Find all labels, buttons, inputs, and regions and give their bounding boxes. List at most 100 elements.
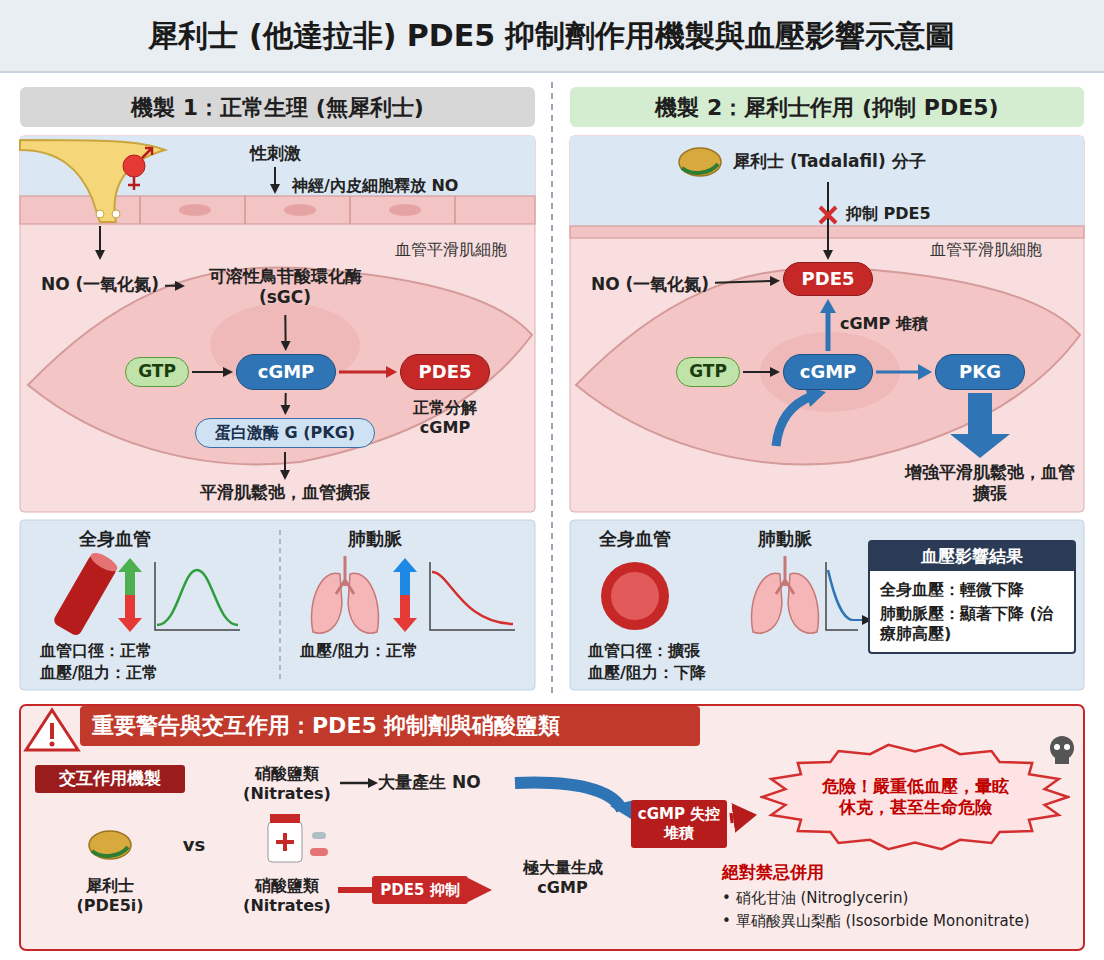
node-text: 血管平滑肌細胞 bbox=[395, 240, 533, 260]
illustration-shape bbox=[99, 226, 101, 250]
illustration-shape bbox=[112, 210, 120, 218]
label-text: 極大量生成 cGMP bbox=[500, 858, 625, 898]
illustration-shape bbox=[752, 556, 819, 633]
node-text: 血管口徑：擴張 bbox=[588, 641, 788, 661]
molecule-label: NO (一氧化氮) bbox=[588, 261, 712, 310]
info-box: 全身血管血管口徑：正常血壓/阻力：正常肺動脈血壓/阻力：正常 bbox=[20, 520, 535, 690]
node-text: 蛋白激酶 G (PKG) bbox=[215, 423, 355, 443]
connector-arrow bbox=[876, 371, 918, 374]
node-text: 機製 2：犀利士作用 (抑制 PDE5) bbox=[570, 94, 1084, 122]
illustration-shape bbox=[118, 595, 142, 632]
connector-arrow bbox=[285, 393, 287, 405]
inhibit-box: PDE5 抑制 bbox=[372, 876, 468, 904]
node-text: NO (一氧化氮) bbox=[591, 274, 709, 295]
tag-box: 交互作用機製 bbox=[35, 765, 185, 793]
illustration-shape bbox=[20, 87, 535, 127]
illustration-shape bbox=[157, 570, 238, 625]
illustration-shape bbox=[828, 570, 852, 620]
illustration-shape bbox=[312, 832, 326, 839]
result-box: 血壓影響結果全身血壓：輕微下降肺動脈壓：顯著下降 (治療肺高壓) bbox=[868, 540, 1076, 654]
illustration-shape bbox=[20, 136, 535, 512]
illustration-shape bbox=[1054, 744, 1060, 750]
node-text: 血壓/阻力：下降 bbox=[588, 663, 788, 683]
illustration-shape bbox=[776, 396, 812, 446]
illustration-shape bbox=[338, 887, 372, 893]
node-text: PDE5 bbox=[419, 361, 472, 384]
label-text: 大量產生 NO bbox=[378, 772, 518, 793]
illustration-shape bbox=[179, 204, 211, 216]
illustration-shape bbox=[284, 204, 316, 216]
node-text: PDE5 bbox=[802, 268, 855, 291]
node-text: 全身血管 bbox=[575, 528, 695, 551]
illustration-shape bbox=[432, 572, 513, 624]
illustration-shape bbox=[88, 549, 120, 574]
label-text: 增強平滑肌鬆弛，血管擴張 bbox=[905, 462, 1075, 505]
node-text: GTP bbox=[689, 361, 727, 382]
illustration-shape bbox=[340, 782, 368, 785]
illustration-shape bbox=[268, 822, 302, 862]
illustration-shape bbox=[820, 207, 836, 223]
node-text: 血壓/阻力：正常 bbox=[40, 663, 240, 683]
info-box: 全身血管 肺動脈血管口徑：擴張血壓/阻力：下降 血壓影響結果全身血壓：輕微下降肺動脈… bbox=[570, 520, 1084, 690]
connector-arrow bbox=[826, 313, 831, 351]
node-text: 全身血管 bbox=[50, 528, 180, 551]
illustration-shape bbox=[50, 723, 54, 739]
label-text: 正常分解 cGMP bbox=[390, 398, 500, 438]
enzyme-label: 可溶性鳥苷酸環化酶 (sGC) bbox=[188, 262, 382, 312]
molecule-pill: GTP bbox=[676, 357, 740, 387]
connector-arrow bbox=[284, 315, 286, 341]
illustration-shape bbox=[0, 71, 1104, 73]
illustration-shape bbox=[89, 831, 131, 859]
node-text: 重要警告與交互作用：PDE5 抑制劑與硝酸鹽類 bbox=[92, 712, 692, 740]
molecule-pill: cGMP bbox=[236, 354, 336, 390]
illustration-shape bbox=[601, 562, 669, 630]
illustration-shape bbox=[515, 783, 622, 810]
label-text: 硝酸鹽類 (Nitrates) bbox=[232, 876, 342, 916]
label-text: 犀利士 (PDE5i) bbox=[62, 876, 158, 916]
node-text: PDE5 抑制 bbox=[380, 881, 459, 900]
illustration-shape bbox=[679, 148, 721, 176]
node-text: 肺動脈 bbox=[320, 528, 430, 551]
illustration-shape bbox=[468, 878, 492, 902]
illustration-shape bbox=[576, 267, 1080, 464]
illustration-shape bbox=[270, 814, 300, 823]
node-text: 機製 1：正常生理 (無犀利士) bbox=[20, 94, 535, 122]
illustration-shape bbox=[155, 562, 240, 630]
illustration-shape bbox=[20, 705, 1084, 950]
node-text: PKG bbox=[959, 361, 1001, 384]
illustration-shape bbox=[123, 155, 145, 177]
connector-arrow bbox=[730, 813, 733, 823]
illustration-shape bbox=[1064, 744, 1070, 750]
illustration-shape bbox=[611, 572, 659, 620]
accumulate-box: cGMP 失控堆積 bbox=[631, 800, 727, 848]
connector-arrow bbox=[192, 371, 223, 373]
connector-arrow bbox=[715, 281, 770, 283]
illustration-shape bbox=[50, 742, 55, 747]
enzyme-pill: PKG bbox=[935, 354, 1025, 390]
illustration-shape bbox=[96, 210, 104, 218]
node-text: NO (一氧化氮) bbox=[41, 274, 159, 295]
illustration-shape bbox=[140, 196, 455, 224]
illustration-shape bbox=[274, 167, 276, 184]
node-text: cGMP 失控堆積 bbox=[631, 805, 727, 843]
label-text: vs bbox=[174, 834, 214, 857]
panel: 機製 2：犀利士作用 (抑制 PDE5) 血管平滑肌細胞 NO (一氧化氮) PDE5… bbox=[570, 87, 1084, 690]
illustration-shape bbox=[20, 140, 165, 222]
illustration-shape bbox=[1055, 756, 1069, 764]
node-text: 交互作用機製 bbox=[59, 768, 161, 789]
node-text: 血壓影響結果 bbox=[870, 542, 1074, 571]
label-text: 絕對禁忌併用 bbox=[722, 862, 922, 883]
illustration-shape bbox=[389, 204, 421, 216]
illustration-shape bbox=[210, 303, 360, 387]
connector-arrow bbox=[339, 371, 386, 374]
illustration-shape bbox=[80, 706, 700, 746]
node-text: 肺動脈 bbox=[730, 528, 840, 551]
node-text: 血管平滑肌細胞 bbox=[930, 240, 1078, 260]
illustration-shape bbox=[118, 558, 142, 595]
illustration-shape bbox=[950, 434, 1010, 458]
enzyme-pill: PDE5 bbox=[783, 262, 873, 296]
enzyme-pill: PDE5 bbox=[400, 354, 490, 390]
illustration-shape bbox=[20, 520, 535, 690]
illustration-shape bbox=[26, 710, 78, 750]
label-text: 神經/內皮細胞釋放 NO bbox=[292, 176, 522, 196]
